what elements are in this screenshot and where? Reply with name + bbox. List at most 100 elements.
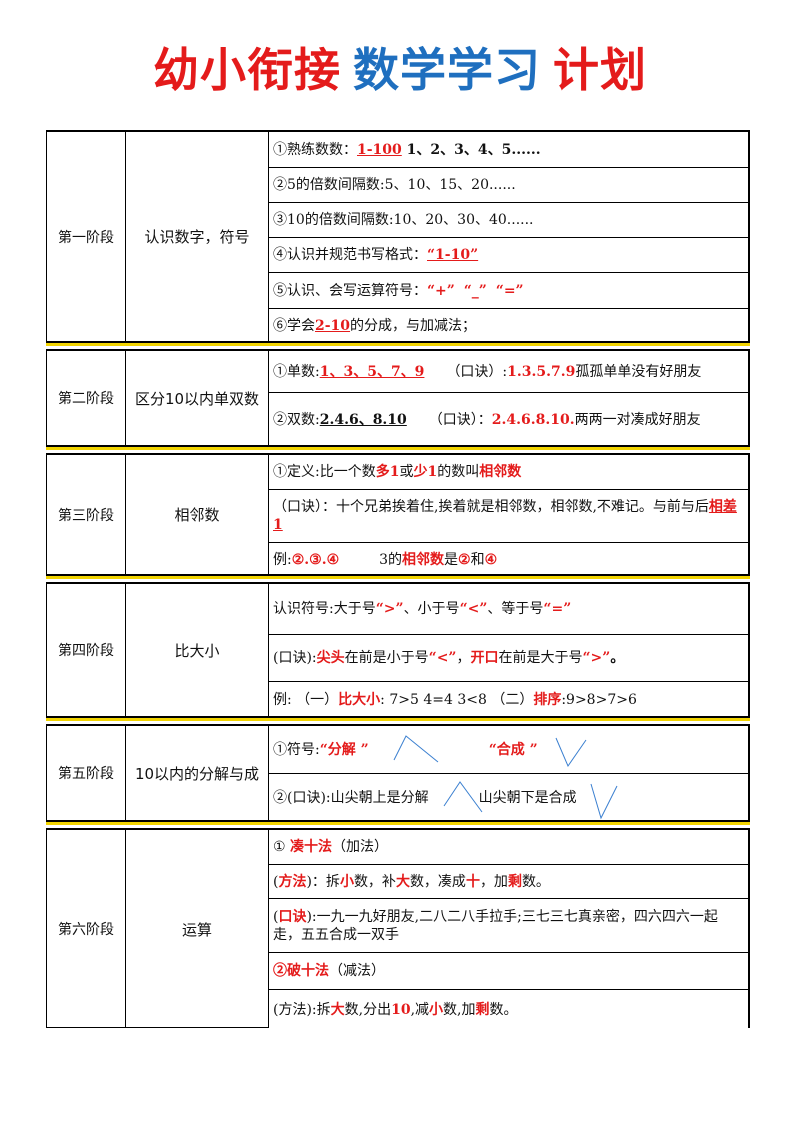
- table-row: ①熟练数数：1-100 1、2、3、4、5......: [269, 132, 748, 168]
- row-text: ,减: [410, 1002, 430, 1018]
- row-text: 是: [444, 551, 459, 568]
- row-text: （口诀）：: [428, 412, 492, 428]
- mountain-up-icon: [393, 735, 439, 763]
- row-text: 的分成，与加减法；: [350, 318, 477, 334]
- row-text: (口诀):: [273, 650, 317, 666]
- title-part-1: 幼小衔接: [153, 43, 341, 97]
- row-text: ):一九一九好朋友,二八二八手拉手;三七三七真亲密，四六四六一起走，五五合成一双…: [273, 908, 718, 943]
- stage-topic: 运算: [126, 830, 269, 1028]
- table-row: （口诀）：十个兄弟挨着住,挨着就是相邻数，相邻数,不难记。与前与后相差1: [269, 490, 748, 543]
- stage-rows: ①定义:比一个数多1或少1的数叫相邻数 （口诀）：十个兄弟挨着住,挨着就是相邻数…: [269, 455, 748, 574]
- table-row: ②(口诀):山尖朝上是分解山尖朝下是合成: [269, 774, 748, 822]
- stage-topic: 比大小: [126, 584, 269, 716]
- stage-rows: 认识符号:大于号“>”、小于号“<”、等于号“=” (口诀):尖头在前是小于号“…: [269, 584, 748, 716]
- row-text: （加法）: [332, 839, 389, 855]
- stage-rows: ① 凑十法（加法） (方法)：拆小数，补大数，凑成十，加剩数。 (口诀):一九一…: [269, 830, 748, 1028]
- highlight-text: 多1: [375, 464, 400, 480]
- stage-label: 第五阶段: [47, 726, 126, 820]
- table-row: (方法)：拆小数，补大数，凑成十，加剩数。: [269, 865, 748, 899]
- highlight-text: 剩: [475, 1002, 490, 1018]
- table-row: (口诀):尖头在前是小于号“<”，开口在前是大于号“>”。: [269, 635, 748, 682]
- stage-label: 第三阶段: [47, 455, 126, 574]
- stage-label: 第二阶段: [47, 351, 126, 445]
- highlight-text: 尖头: [316, 650, 345, 666]
- stage-label: 第四阶段: [47, 584, 126, 716]
- table-row: (方法):拆大数,分出10,减小数,加剩数。: [269, 990, 748, 1030]
- highlight-text: ④: [484, 551, 498, 568]
- table-row: (口诀):一九一九好朋友,二八二八手拉手;三七三七真亲密，四六四六一起走，五五合…: [269, 899, 748, 953]
- title-part-3: 计划: [553, 43, 647, 97]
- highlight-text: 1、3、5、7、9: [319, 363, 425, 380]
- row-text: :9>8>7>6: [561, 692, 637, 708]
- table-row: ②双数:2.4.6、8.10 （口诀）：2.4.6.8.10.两两一对凑成好朋友: [269, 393, 748, 447]
- mountain-down-icon: [590, 783, 618, 820]
- compose-label: “合成 ”: [488, 741, 538, 758]
- table-row: ①单数:1、3、5、7、9（口诀）:1.3.5.7.9孤孤单单没有好朋友: [269, 351, 748, 393]
- row-text: 两两一对凑成好朋友: [574, 412, 701, 428]
- table-row: ③10的倍数间隔数:10、20、30、40......: [269, 203, 748, 238]
- row-text: ②5的倍数间隔数:5、10、15、20......: [273, 177, 516, 193]
- row-text: (: [273, 908, 279, 925]
- row-text: （口诀）:: [446, 363, 508, 380]
- stage-topic: 10以内的分解与成: [126, 726, 269, 820]
- row-text: (方法):拆: [273, 1002, 331, 1018]
- symbol-less: “<”: [459, 601, 488, 617]
- table-row: 例: （一）比大小: 7>5 4=4 3<8 （二）排序:9>8>7>6: [269, 682, 748, 718]
- highlight-text: 开口: [470, 650, 499, 666]
- highlight-text: 方法: [278, 873, 307, 890]
- stage-rows: ①熟练数数：1-100 1、2、3、4、5...... ②5的倍数间隔数:5、1…: [269, 132, 748, 341]
- highlight-text: “1-10”: [427, 247, 479, 263]
- row-text: 数,加: [443, 1002, 476, 1018]
- table-row: ④认识并规范书写格式：“1-10”: [269, 238, 748, 273]
- symbol-equals: “=”: [495, 282, 524, 299]
- row-text: 例:: [273, 551, 292, 568]
- row-text: 数,分出: [344, 1002, 392, 1018]
- highlight-text: 大: [395, 873, 410, 890]
- highlight-text: 十: [465, 873, 480, 890]
- row-text: ⑥学会: [273, 318, 315, 334]
- row-text: ①定义:比一个数: [273, 464, 376, 480]
- stage-5-block: 第五阶段 10以内的分解与成 ①符号:“分解 ”“合成 ” ②(口诀):山尖朝上…: [46, 724, 750, 822]
- row-text: 数，凑成: [409, 873, 466, 890]
- row-text: 或: [399, 464, 414, 480]
- row-text: ②双数:: [273, 412, 320, 428]
- row-text: ，加: [479, 873, 508, 890]
- stage-topic: 区分10以内单双数: [126, 351, 269, 445]
- row-text: 3的: [379, 551, 403, 568]
- row-text: ④认识并规范书写格式：: [273, 247, 427, 263]
- row-text: ①单数:: [273, 363, 320, 380]
- row-text: 、小于号: [403, 601, 460, 617]
- table-row: ⑥学会2-10的分成，与加减法；: [269, 309, 748, 343]
- row-text: 的数叫: [437, 464, 480, 480]
- row-text: （减法）: [329, 963, 385, 979]
- row-text: （口诀）：十个兄弟挨着住,挨着就是相邻数，相邻数,不难记。与前与后: [273, 499, 709, 515]
- highlight-text: 口诀: [278, 908, 307, 925]
- stage-6-block: 第六阶段 运算 ① 凑十法（加法） (方法)：拆小数，补大数，凑成十，加剩数。 …: [46, 828, 750, 1028]
- row-text: (: [273, 873, 279, 890]
- symbol-less: “<”: [428, 650, 457, 666]
- symbol-equals: “=”: [543, 601, 572, 617]
- table-row: ① 凑十法（加法）: [269, 830, 748, 865]
- row-text: 孤孤单单没有好朋友: [575, 363, 702, 380]
- stage-4-block: 第四阶段 比大小 认识符号:大于号“>”、小于号“<”、等于号“=” (口诀):…: [46, 582, 750, 718]
- highlight-text: 1-100: [357, 141, 402, 158]
- table-row: ①符号:“分解 ”“合成 ”: [269, 726, 748, 774]
- row-text: 在前是小于号: [344, 650, 429, 666]
- highlight-text: 2.4.6、8.10: [319, 412, 407, 428]
- row-text: 在前是大于号: [498, 650, 583, 666]
- highlight-text: 10: [391, 1002, 411, 1018]
- table-row: ⑤认识、会写运算符号：“+” “_” “=”: [269, 273, 748, 309]
- highlight-text: 2.4.6.8.10.: [491, 412, 575, 428]
- highlight-text: 剩: [507, 873, 522, 890]
- stage-topic: 认识数字，符号: [126, 132, 269, 341]
- row-text: ③10的倍数间隔数:10、20、30、40......: [273, 212, 534, 228]
- row-text: ⑤认识、会写运算符号：: [273, 282, 427, 299]
- symbol-greater: “>”: [582, 650, 611, 666]
- row-text: 1、2、3、4、5......: [401, 141, 541, 158]
- highlight-text: 凑十法: [290, 839, 333, 855]
- title-part-2: 数学学习: [353, 43, 541, 97]
- row-text: ①符号:: [273, 741, 320, 758]
- row-text: 数，补: [353, 873, 396, 890]
- row-text: ②(口诀):山尖朝上是分解: [273, 790, 429, 806]
